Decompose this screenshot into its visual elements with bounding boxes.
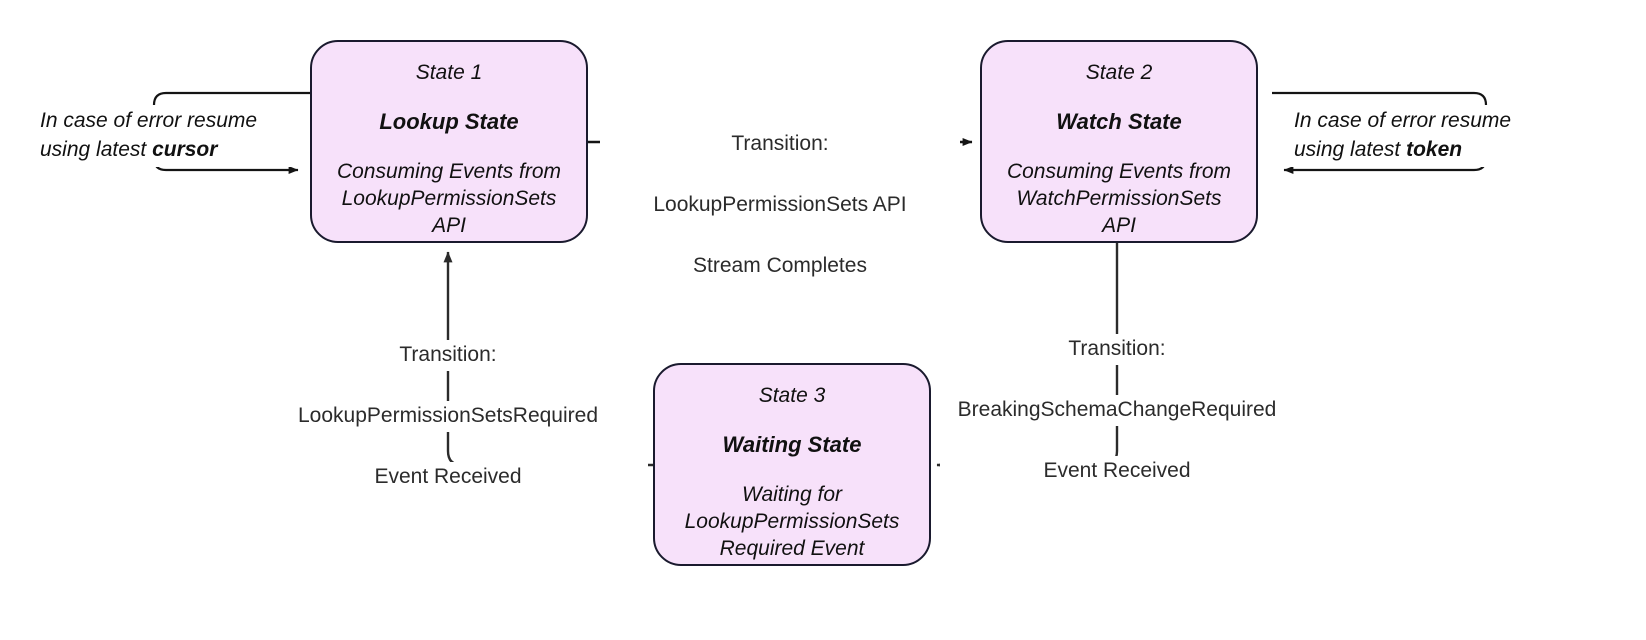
self-loop-note-emphasis: cursor [152,137,218,161]
transition-line-3: Stream Completes [600,251,960,282]
transition-label-lookup-to-watch: Transition: LookupPermissionSets API Str… [600,99,960,312]
state-description: Consuming Events from LookupPermissionSe… [336,159,562,238]
self-loop-note-line-2-prefix: using latest [40,137,153,161]
state-title-label: Lookup State [379,109,519,135]
state-description: Waiting for LookupPermissionSets Require… [684,482,900,561]
state-box-watch-state[interactable]: State 2 Watch State Consuming Events fro… [980,40,1258,243]
state-id-label: State 3 [758,384,826,407]
transition-line-2: BreakingSchemaChangeRequired [940,395,1294,426]
state-box-waiting-state[interactable]: State 3 Waiting State Waiting for Lookup… [653,363,931,566]
self-loop-note-line-2-prefix: using latest [1294,137,1407,161]
transition-line-1: Transition: [940,334,1294,365]
transition-label-waiting-to-lookup: Transition: LookupPermissionSetsRequired… [248,310,648,523]
transition-label-watch-to-waiting: Transition: BreakingSchemaChangeRequired… [940,304,1294,517]
state-title-label: Watch State [1056,109,1182,135]
transition-line-2: LookupPermissionSetsRequired [248,401,648,432]
transition-line-2: LookupPermissionSets API [600,190,960,221]
transition-line-3: Event Received [940,456,1294,487]
self-loop-note-line-1: In case of error resume [40,109,258,132]
state-description: Consuming Events from WatchPermissionSet… [1006,159,1232,238]
state-id-label: State 1 [415,61,483,84]
transition-line-1: Transition: [248,340,648,371]
self-loop-note-lookup-state: In case of error resume using latest cur… [36,105,292,167]
transition-line-3: Event Received [248,462,648,493]
state-id-label: State 2 [1085,61,1153,84]
self-loop-note-watch-state: In case of error resume using latest tok… [1290,105,1548,167]
self-loop-note-emphasis: token [1406,137,1463,161]
self-loop-note-line-1: In case of error resume [1294,109,1512,132]
state-box-lookup-state[interactable]: State 1 Lookup State Consuming Events fr… [310,40,588,243]
state-title-label: Waiting State [722,432,862,458]
transition-line-1: Transition: [600,129,960,160]
